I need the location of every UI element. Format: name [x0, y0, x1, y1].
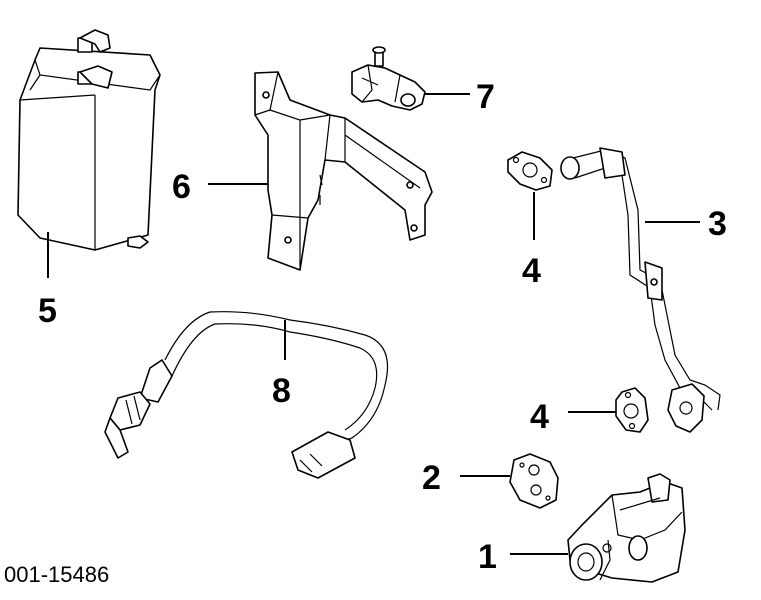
callout-4-lower: 4: [530, 398, 549, 436]
part-8-sensor: [104, 311, 389, 479]
callout-6: 6: [172, 168, 191, 206]
callout-5: 5: [38, 292, 57, 330]
part-3-egr-tube: [560, 147, 721, 433]
part-7-valve: [351, 46, 470, 111]
part-6-bracket: [208, 71, 433, 271]
part-5-canister: [17, 29, 161, 278]
part-1-egr-valve: [510, 473, 686, 583]
callout-7: 7: [476, 78, 495, 116]
figure-code: 001-15486: [4, 562, 109, 587]
callout-8: 8: [272, 372, 291, 410]
callout-2: 2: [422, 459, 441, 497]
part-4-gasket-lower: [568, 387, 649, 433]
callout-3: 3: [708, 205, 727, 243]
callout-1: 1: [478, 538, 497, 576]
part-4-gasket-upper: [507, 151, 553, 240]
callout-4-upper: 4: [522, 252, 541, 290]
part-2-gasket: [460, 453, 559, 509]
